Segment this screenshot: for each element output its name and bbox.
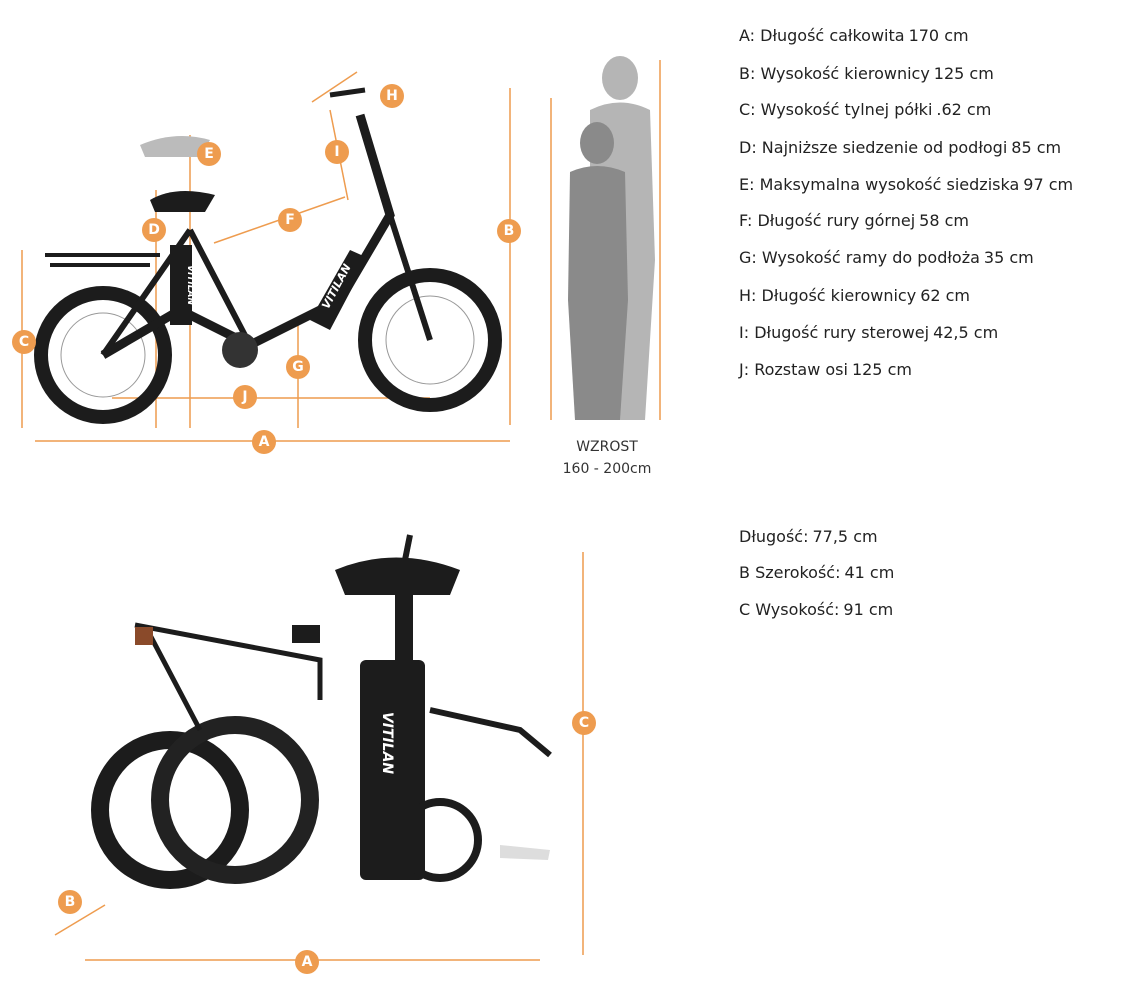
marker-b: B [497,219,521,243]
dimension-lines [21,60,661,961]
person-silhouettes [568,56,655,420]
brand-logo-folded-battery: VITILAN [379,711,396,775]
marker-g: G [286,355,310,379]
folded-bike [91,534,552,889]
spec-item: B Szerokość:41 cm [739,563,895,582]
marker-i: I [325,140,349,164]
spec-item: Długość:77,5 cm [739,527,878,546]
marker-c: C [12,330,36,354]
spec-item: C Wysokość:91 cm [739,600,894,619]
marker-e: E [197,142,221,166]
marker-d: D [142,218,166,242]
marker-f: F [278,208,302,232]
folded-marker-b: B [58,890,82,914]
height-title: WZROST [576,439,638,455]
marker-a: A [252,430,276,454]
folded-marker-a: A [295,950,319,974]
unfolded-bike [34,87,502,424]
brand-logo-battery: VITILAN [185,264,196,306]
spec-item: C: Wysokość tylnej półki.62 cm [739,100,992,119]
folded-marker-c: C [572,711,596,735]
height-range: 160 - 200cm [562,461,652,477]
marker-h: H [380,84,404,108]
marker-j: J [233,385,257,409]
